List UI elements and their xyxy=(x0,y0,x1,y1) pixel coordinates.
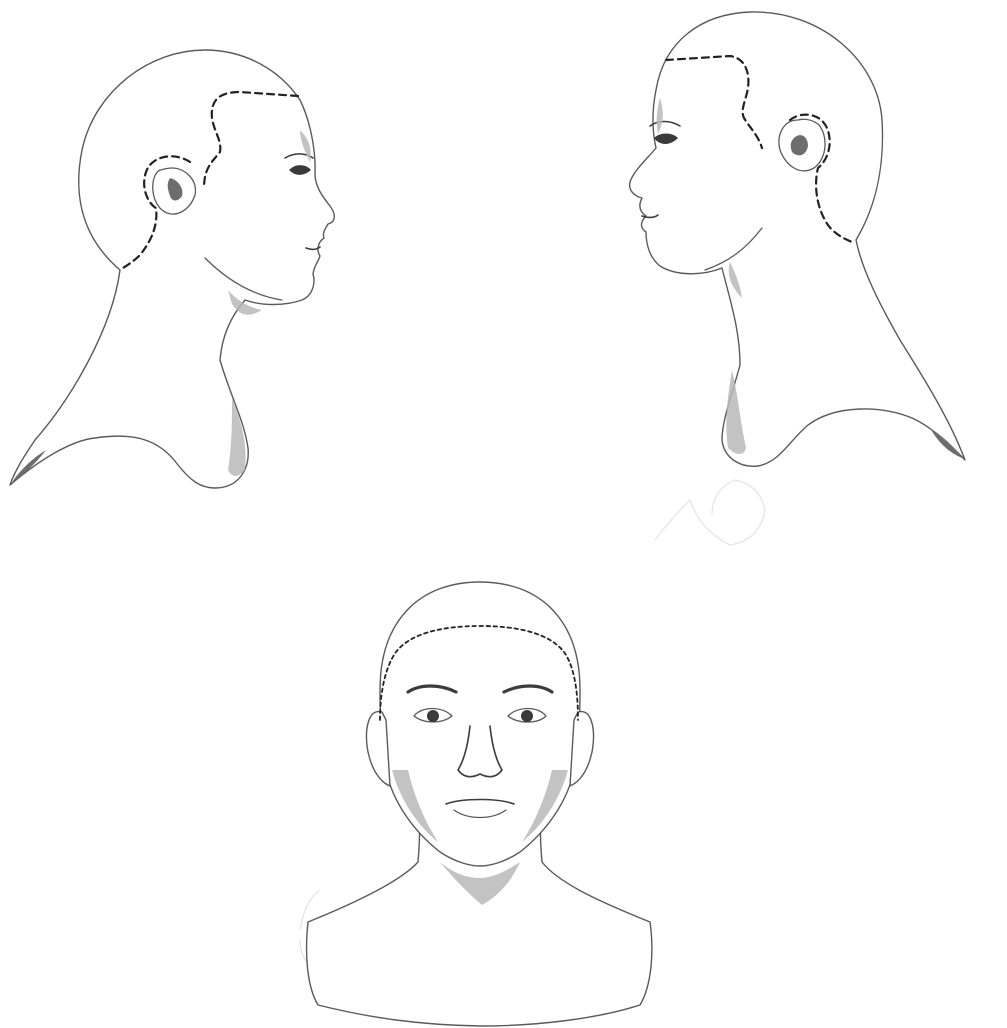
front-view xyxy=(307,582,652,1026)
left-profile-silhouette xyxy=(10,50,334,488)
right-profile-view xyxy=(630,12,965,466)
front-left-ear xyxy=(367,712,390,786)
front-head-outline xyxy=(380,582,580,866)
left-profile-view xyxy=(10,50,334,488)
front-right-ear xyxy=(570,712,593,786)
right-profile-silhouette xyxy=(630,12,965,466)
